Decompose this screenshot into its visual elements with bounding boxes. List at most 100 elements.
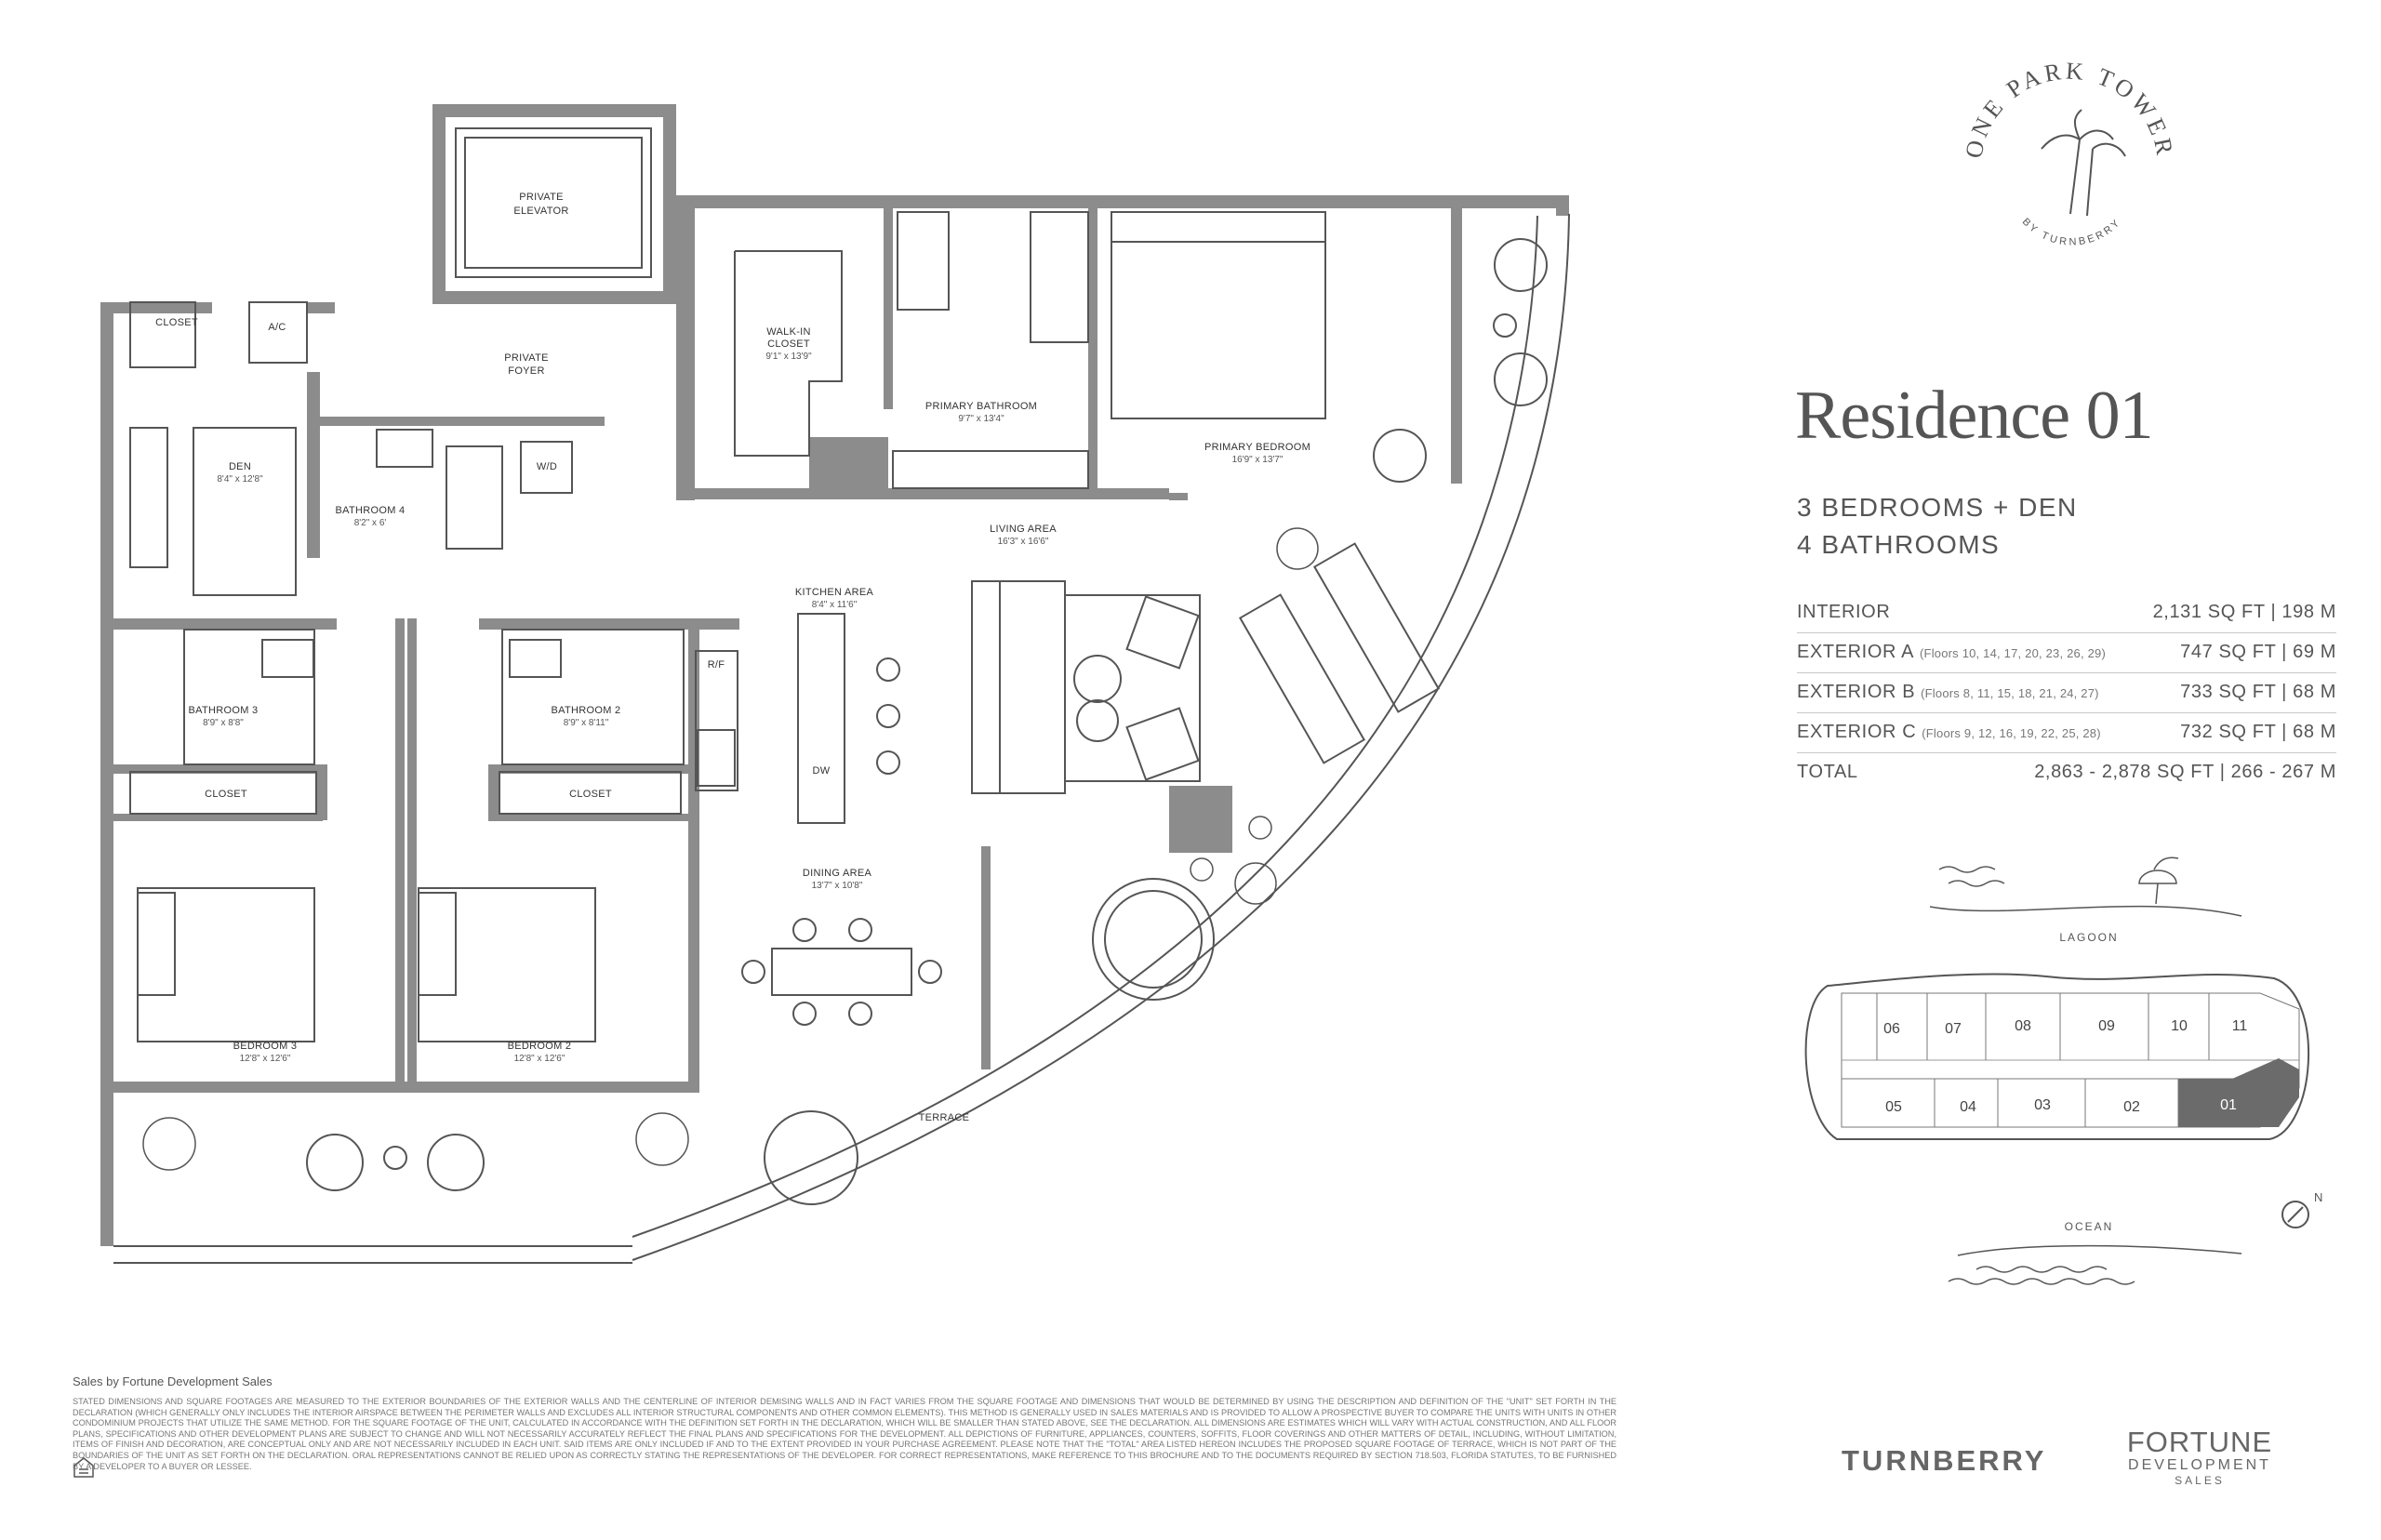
label-bedroom3-dim: 12'8" x 12'6" xyxy=(240,1054,291,1064)
terrace-chair xyxy=(1373,429,1427,483)
area-row-exterior-a: EXTERIOR A(Floors 10, 14, 17, 20, 23, 26… xyxy=(1797,633,2336,673)
area-floors: (Floors 9, 12, 16, 19, 22, 25, 28) xyxy=(1922,726,2101,740)
label-terrace: TERRACE xyxy=(919,1112,970,1123)
label-primary-bath: PRIMARY BATHROOM xyxy=(925,401,1037,412)
terrace-table xyxy=(764,1110,858,1205)
label-kitchen-dim: 8'4" x 11'6" xyxy=(812,600,858,610)
kitchen-island xyxy=(797,613,845,824)
residence-bathrooms: 4 BATHROOMS xyxy=(1797,530,2001,559)
area-label: TOTAL xyxy=(1797,762,1858,782)
bath2-tub-area xyxy=(501,629,685,765)
dining-chair xyxy=(848,1002,872,1026)
wall xyxy=(432,291,676,304)
label-bedroom3: BEDROOM 3 xyxy=(233,1041,298,1052)
bedroom3-pillows xyxy=(137,892,176,996)
label-private-foyer-1: PRIVATE xyxy=(504,352,549,364)
lounge-chair xyxy=(1312,542,1441,713)
wall xyxy=(676,407,695,500)
wall xyxy=(488,814,688,821)
bath2-sink xyxy=(509,639,562,678)
key-plan: LAGOON 06 07 08 09 10 11 05 04 xyxy=(1804,856,2322,1285)
coffee-table xyxy=(1073,655,1122,703)
wall xyxy=(809,437,888,498)
svg-text:BY TURNBERRY: BY TURNBERRY xyxy=(2020,216,2124,247)
logo-tower-name: ONE PARK TOWER xyxy=(1960,57,2175,160)
wall xyxy=(432,104,676,117)
armchair xyxy=(1125,595,1200,670)
ocean-waves xyxy=(1948,1244,2242,1285)
unit-06: 06 xyxy=(1883,1021,1900,1037)
room-labels: PRIVATE ELEVATOR CLOSET A/C PRIVATE FOYE… xyxy=(155,192,1310,1123)
primary-pillows xyxy=(1111,211,1326,243)
closet-outline xyxy=(129,301,196,368)
residence-title: Residence 01 xyxy=(1795,378,2154,454)
outlines xyxy=(113,127,1570,1264)
fortune-logo-sales: SALES xyxy=(2175,1474,2225,1487)
label-dining: DINING AREA xyxy=(803,868,872,879)
dining-chair xyxy=(792,1002,817,1026)
area-row-exterior-c: EXTERIOR C(Floors 9, 12, 16, 19, 22, 25,… xyxy=(1797,713,2336,753)
wall xyxy=(113,764,327,774)
planter xyxy=(1248,816,1272,840)
unit-10: 10 xyxy=(2171,1018,2188,1034)
label-rf: R/F xyxy=(708,659,725,670)
label-private-foyer-2: FOYER xyxy=(508,365,544,377)
dining-chair xyxy=(741,960,765,984)
wall xyxy=(676,488,1169,499)
area-floors: (Floors 8, 11, 15, 18, 21, 24, 27) xyxy=(1921,686,2099,700)
area-row-total: TOTAL 2,863 - 2,878 SQ FT | 266 - 267 M xyxy=(1797,753,2336,792)
area-value: 733 SQ FT | 68 M xyxy=(2180,682,2336,702)
plant xyxy=(1234,862,1277,905)
label-den: DEN xyxy=(229,461,251,472)
walls xyxy=(100,104,1569,1246)
wall xyxy=(113,1082,690,1093)
label-dining-dim: 13'7" x 10'8" xyxy=(812,881,863,891)
label-closet-top: CLOSET xyxy=(155,317,198,328)
label-closet-b3: CLOSET xyxy=(205,789,247,800)
unit-01: 01 xyxy=(2220,1097,2237,1113)
wall xyxy=(1451,195,1462,484)
area-value: 2,863 - 2,878 SQ FT | 266 - 267 M xyxy=(2034,762,2336,782)
label-bath3-dim: 8'9" x 8'8" xyxy=(203,718,244,728)
north-label: N xyxy=(2314,1190,2322,1204)
label-primary-bath-dim: 9'7" x 13'4" xyxy=(958,414,1004,424)
label-bath4: BATHROOM 4 xyxy=(336,505,406,516)
elevator-car xyxy=(455,127,652,278)
plant xyxy=(1276,527,1319,570)
label-den-dim: 8'4" x 12'8" xyxy=(217,474,263,485)
ocean-label: OCEAN xyxy=(2065,1220,2114,1233)
building-outline xyxy=(1804,973,2309,1140)
wall xyxy=(307,372,320,558)
lagoon-label: LAGOON xyxy=(2059,931,2118,944)
den-rug xyxy=(193,427,297,596)
terrace-chair xyxy=(1494,238,1548,292)
dining-chair xyxy=(792,918,817,942)
bedroom3-closet xyxy=(129,771,317,815)
wall xyxy=(100,302,212,313)
wall xyxy=(981,846,991,1069)
sales-credit: Sales by Fortune Development Sales xyxy=(73,1374,273,1388)
coffee-table-2 xyxy=(1076,699,1119,742)
unit-09: 09 xyxy=(2098,1018,2115,1034)
label-living: LIVING AREA xyxy=(990,524,1057,535)
area-label: EXTERIOR A xyxy=(1797,642,1915,662)
wall xyxy=(395,618,405,1093)
bath3-tub-area xyxy=(183,629,315,765)
unit-04: 04 xyxy=(1960,1099,1976,1115)
area-value: 732 SQ FT | 68 M xyxy=(2180,722,2336,742)
area-label: INTERIOR xyxy=(1797,602,1891,622)
primary-vanity xyxy=(892,450,1089,489)
kitchen-counter xyxy=(695,650,738,791)
turnberry-logo: TURNBERRY xyxy=(1842,1444,2047,1477)
plant-decor xyxy=(142,527,1319,1171)
wall xyxy=(316,417,605,426)
walkin-shelves xyxy=(734,250,843,457)
stool xyxy=(876,657,900,682)
label-dw: DW xyxy=(813,765,831,777)
stove xyxy=(697,729,736,787)
fortune-logo-development: DEVELOPMENT xyxy=(2128,1457,2271,1473)
bedroom2-pillows xyxy=(418,892,457,996)
wall xyxy=(676,195,1569,208)
unit-08: 08 xyxy=(2015,1018,2031,1034)
wall xyxy=(1169,493,1188,500)
